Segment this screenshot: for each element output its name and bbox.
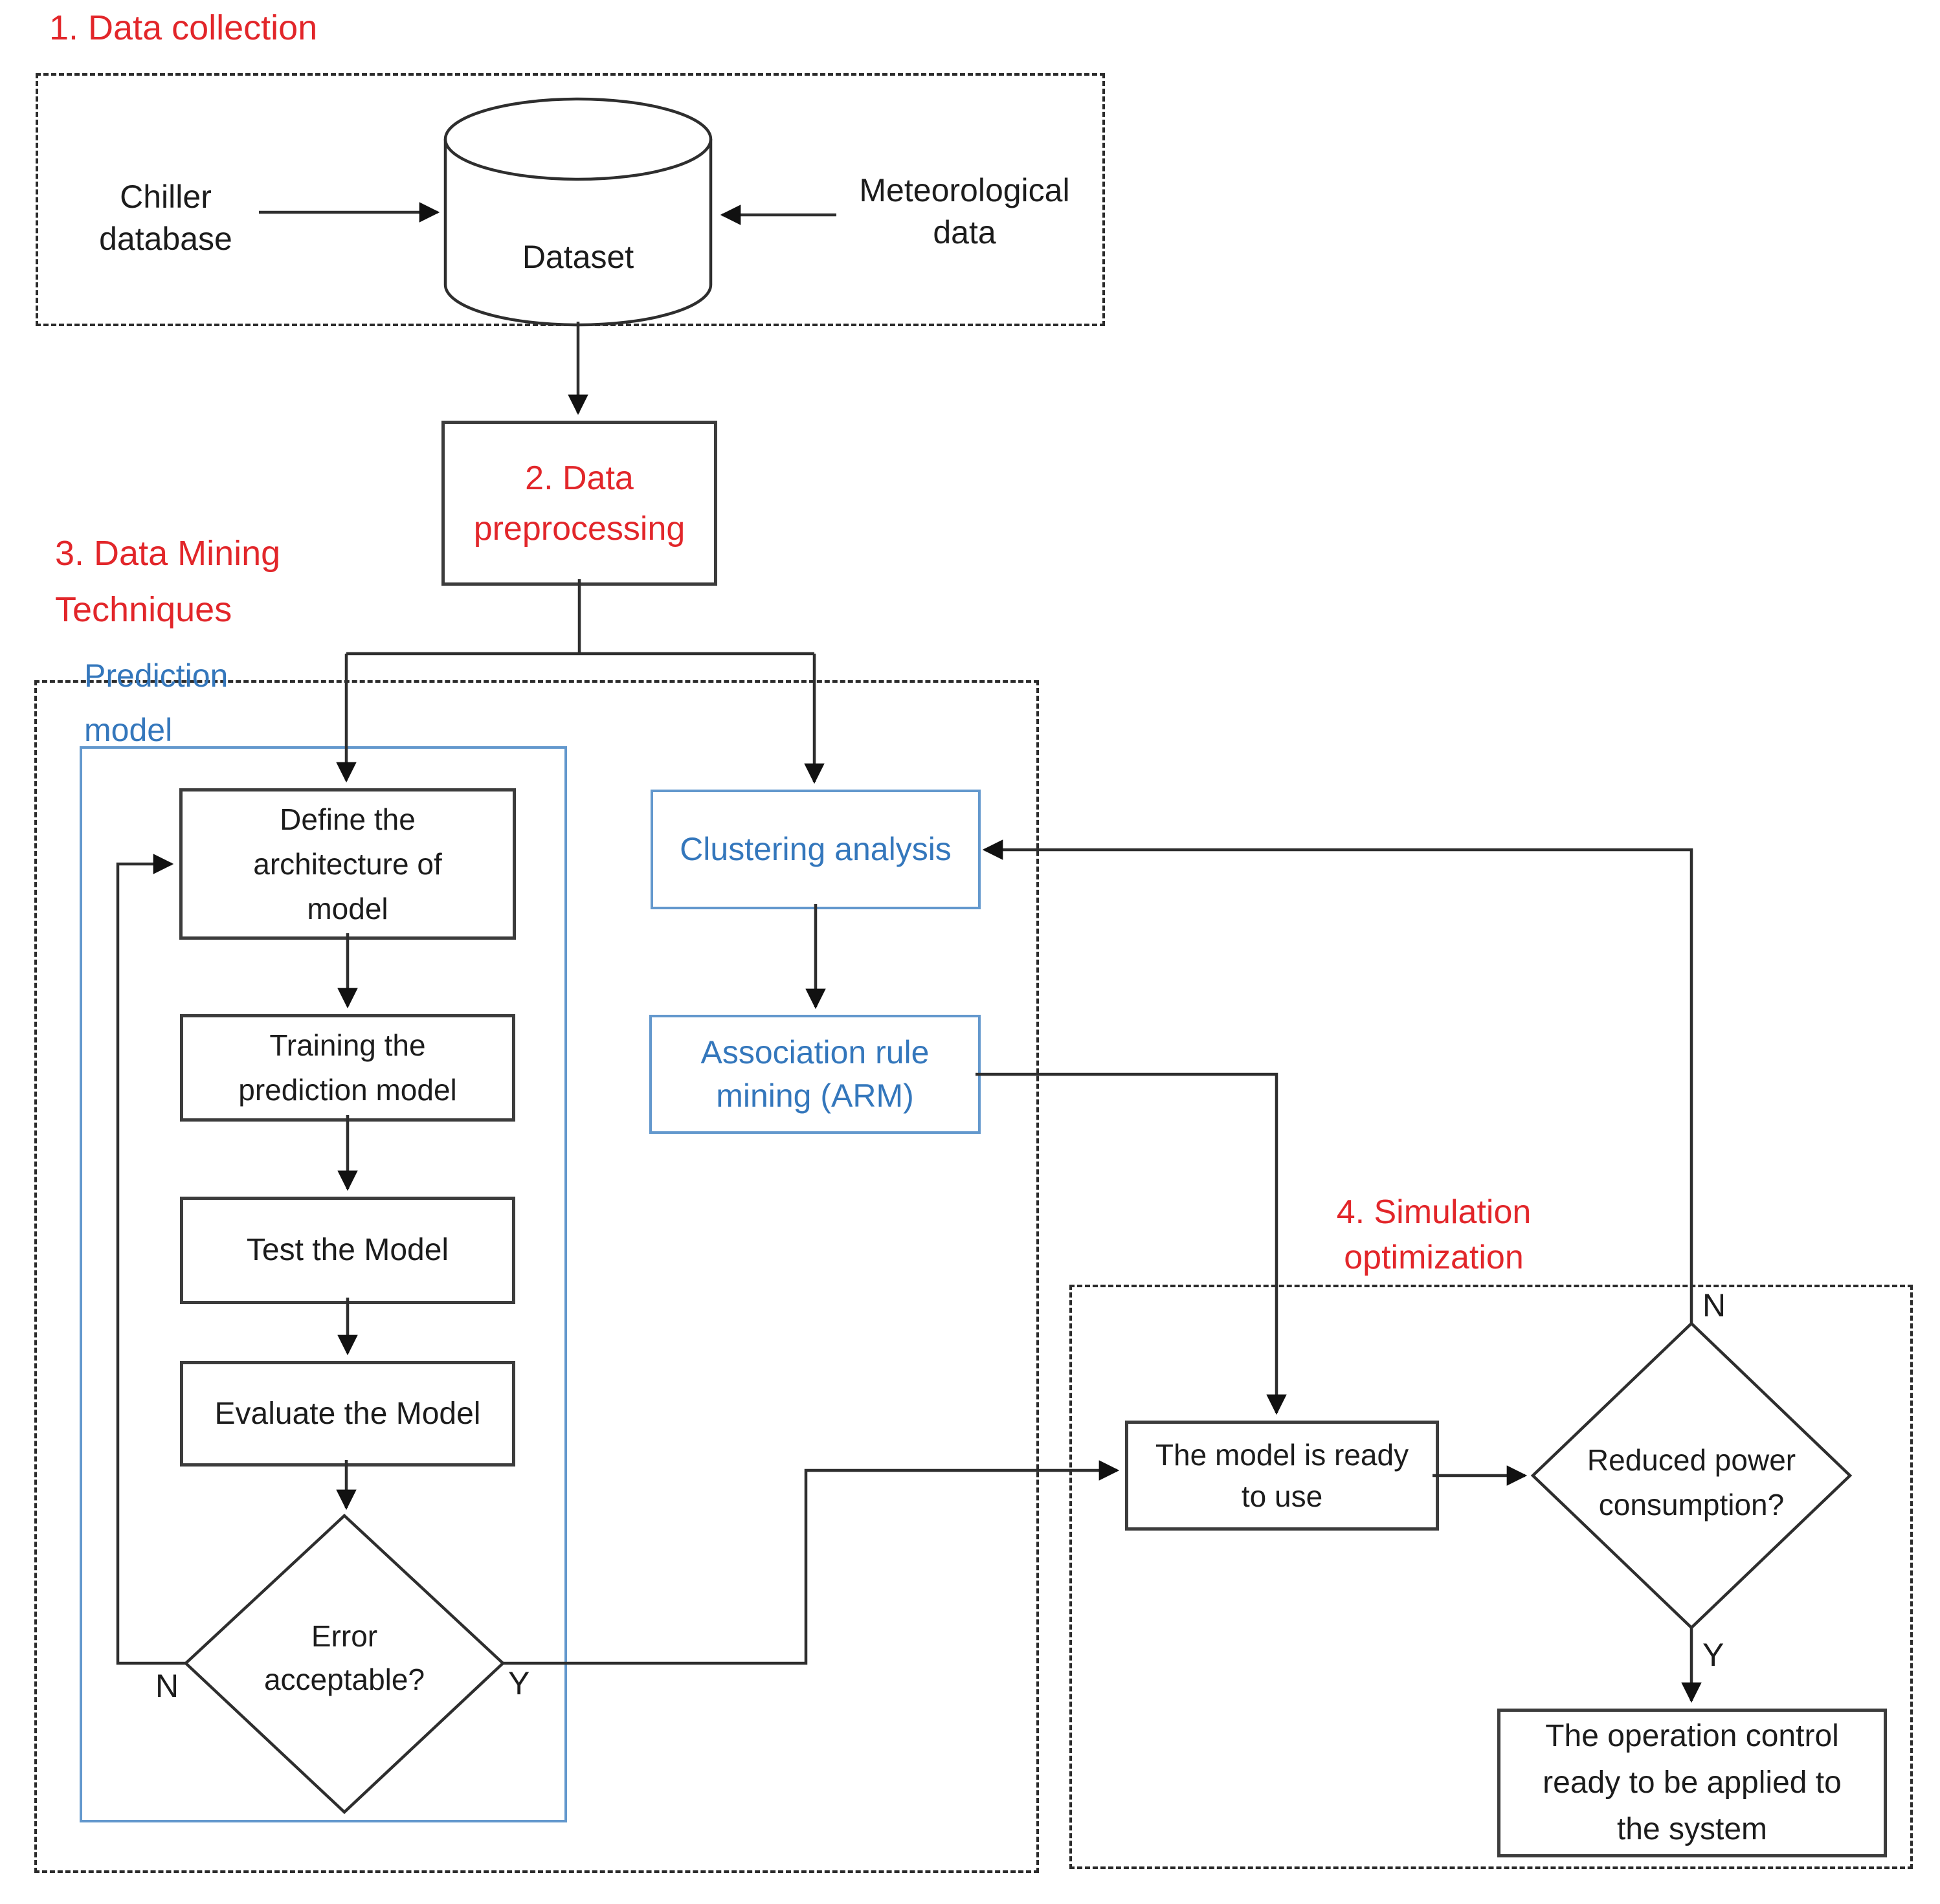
node-meteorological-data-label: Meteorological data bbox=[859, 172, 1070, 250]
section-simulation-label: 4. Simulation optimization bbox=[1336, 1193, 1532, 1277]
connector-preprocessing-branch bbox=[346, 579, 814, 656]
node-operation-control-label: The operation control ready to be applie… bbox=[1543, 1719, 1842, 1846]
node-clustering-analysis: Clustering analysis bbox=[651, 790, 981, 909]
node-model-ready-label: The model is ready to use bbox=[1155, 1437, 1409, 1513]
section-data-collection-label: 1. Data collection bbox=[49, 8, 318, 47]
error-decision-no-label: N bbox=[155, 1668, 179, 1704]
node-data-preprocessing-label: 2. Data preprocessing bbox=[473, 459, 686, 548]
node-test-model-label: Test the Model bbox=[246, 1233, 449, 1267]
node-define-architecture: Define the architecture of model bbox=[179, 788, 516, 940]
node-training-model: Training the prediction model bbox=[180, 1014, 515, 1122]
power-decision-no-label: N bbox=[1702, 1287, 1726, 1323]
node-dataset-label: Dataset bbox=[522, 239, 634, 275]
node-training-model-label: Training the prediction model bbox=[238, 1028, 457, 1107]
node-association-rule-mining: Association rule mining (ARM) bbox=[649, 1015, 981, 1134]
node-clustering-analysis-label: Clustering analysis bbox=[680, 830, 952, 867]
node-test-model: Test the Model bbox=[180, 1197, 515, 1304]
node-chiller-database-label: Chiller database bbox=[99, 179, 232, 257]
node-data-preprocessing: 2. Data preprocessing bbox=[441, 421, 717, 586]
node-association-rule-mining-label: Association rule mining (ARM) bbox=[700, 1034, 930, 1114]
node-evaluate-model: Evaluate the Model bbox=[180, 1361, 515, 1467]
node-operation-control: The operation control ready to be applie… bbox=[1497, 1709, 1887, 1857]
prediction-model-box bbox=[80, 746, 567, 1822]
error-decision-yes-label: Y bbox=[508, 1665, 530, 1701]
node-define-architecture-label: Define the architecture of model bbox=[253, 802, 442, 925]
section-data-mining-label: 3. Data Mining Techniques bbox=[55, 534, 281, 630]
prediction-model-label: Prediction model bbox=[84, 658, 229, 748]
node-error-decision-label: Error acceptable? bbox=[263, 1619, 425, 1696]
power-decision-yes-label: Y bbox=[1702, 1637, 1724, 1673]
node-model-ready: The model is ready to use bbox=[1125, 1421, 1439, 1531]
node-power-decision-label: Reduced power consumption? bbox=[1587, 1443, 1796, 1522]
node-evaluate-model-label: Evaluate the Model bbox=[214, 1396, 481, 1431]
